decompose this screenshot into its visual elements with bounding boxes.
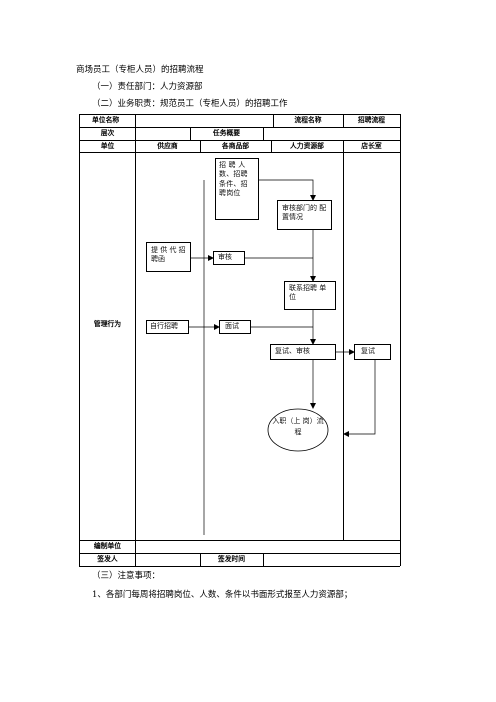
process-name-value: 招聘流程 [357,116,386,124]
node-manager-retest: 复试 [354,344,391,360]
responsible-dept: （一）责任部门：人力资源部 [92,82,203,92]
task-summary-label: 任务概要 [212,129,241,137]
business-duty: （二）业务职责：规范员工（专柜人员）的招聘工作 [92,99,288,109]
note-1: 1、各部门每周将招聘岗位、人数、条件以书面形式报至人力资源部； [92,590,353,600]
node-supplier-provide: 提 供 代 招聘函 [146,242,191,272]
col-hr: 人力资源部 [290,142,324,150]
node-dept-request: 招 聘 人 数、招聘 条件、招 聘岗位 [215,158,259,220]
node-supplier-self: 自行招聘 [146,320,189,334]
management-behavior-label: 管理行为 [93,320,122,328]
process-name-label: 流程名称 [294,116,322,124]
node-dept-review: 审核 [213,251,245,265]
notes-heading: （三）注意事项： [92,571,161,581]
node-hr-contact: 联系招聘 单位 [284,281,336,310]
node-dept-interview: 面试 [219,320,251,334]
issue-time-label: 签发时间 [217,555,246,563]
col-manager: 店长室 [361,142,382,150]
node-hr-review-config: 审核部门的 配置情况 [277,200,332,230]
doc-title: 商场员工（专柜人员）的招聘流程 [76,65,204,75]
node-hr-retest: 复试、审核 [270,344,336,360]
level-label: 层次 [100,129,115,137]
unit-label: 单位 [100,142,115,150]
unit-name-label: 单位名称 [92,116,120,124]
compiled-by-label: 编制单位 [93,542,122,550]
col-dept: 各商品部 [221,142,250,150]
node-onboarding: 入职（上 岗）流程 [272,417,324,436]
issuer-label: 签发人 [97,555,118,563]
col-supplier: 供应商 [157,142,178,150]
